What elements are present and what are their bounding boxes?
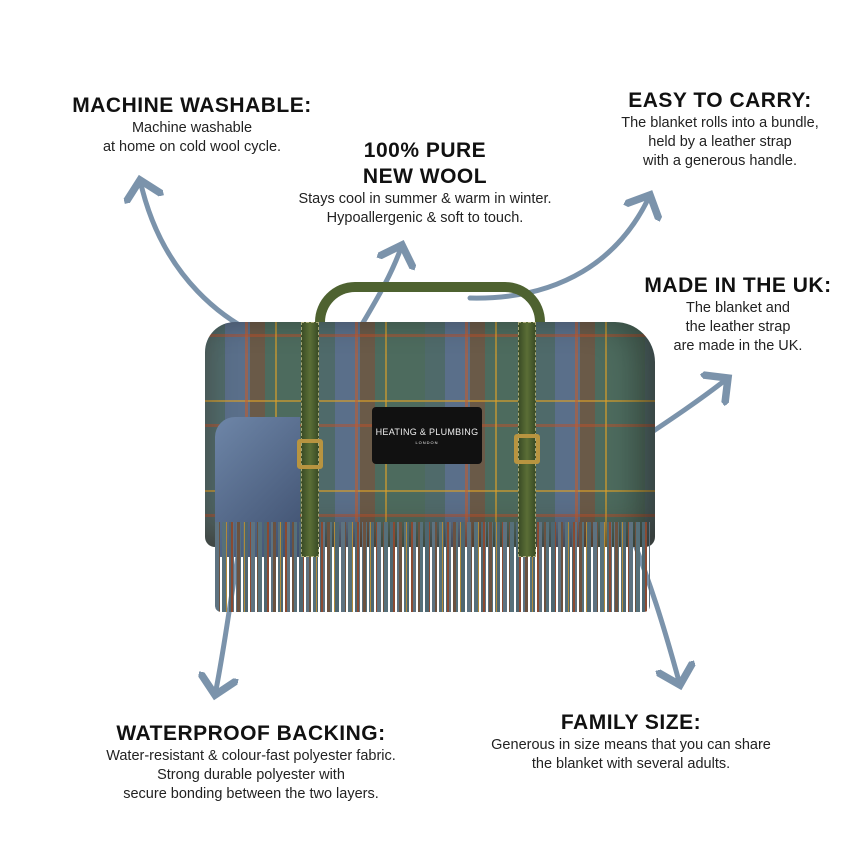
brand-sub: LONDON bbox=[415, 440, 439, 445]
feature-line: at home on cold wool cycle. bbox=[102, 139, 282, 155]
feature-title: EASY TO CARRY: bbox=[628, 89, 812, 112]
feature-line: Strong durable polyester with bbox=[157, 767, 345, 783]
brand-label: HEATING & PLUMBING LONDON bbox=[372, 407, 482, 464]
feature-made-in-uk: MADE IN THE UK: The blanket and the leat… bbox=[644, 273, 831, 356]
picnic-blanket-image: HEATING & PLUMBING LONDON bbox=[205, 282, 655, 612]
feature-title: FAMILY SIZE: bbox=[560, 711, 702, 734]
feature-line: the blanket with several adults. bbox=[531, 756, 731, 772]
feature-waterproof-backing: WATERPROOF BACKING: Water-resistant & co… bbox=[106, 721, 396, 804]
arrow-easy-carry bbox=[467, 195, 650, 301]
feature-title: MADE IN THE UK: bbox=[644, 274, 832, 297]
feature-family-size: FAMILY SIZE: Generous in size means that… bbox=[491, 710, 771, 774]
feature-line: The blanket and bbox=[685, 300, 790, 316]
feature-line: Hypoallergenic & soft to touch. bbox=[326, 210, 524, 226]
buckle-left bbox=[297, 439, 323, 469]
leather-strap-right bbox=[518, 322, 536, 557]
feature-title: MACHINE WASHABLE: bbox=[72, 94, 312, 117]
brand-name: HEATING & PLUMBING bbox=[375, 427, 479, 437]
feature-title: 100% PURE bbox=[363, 139, 487, 162]
feature-easy-to-carry: EASY TO CARRY: The blanket rolls into a … bbox=[621, 88, 819, 171]
feature-title: WATERPROOF BACKING: bbox=[116, 722, 386, 745]
feature-line: with a generous handle. bbox=[643, 153, 797, 169]
fringe bbox=[215, 522, 650, 612]
leather-handle bbox=[315, 282, 545, 342]
feature-line: Machine washable bbox=[131, 120, 253, 136]
feature-machine-washable: MACHINE WASHABLE: Machine washable at ho… bbox=[72, 93, 312, 157]
feature-title: NEW WOOL bbox=[362, 165, 488, 188]
feature-line: secure bonding between the two layers. bbox=[123, 786, 379, 802]
feature-line: the leather strap bbox=[685, 319, 791, 335]
feature-line: Stays cool in summer & warm in winter. bbox=[298, 191, 552, 207]
feature-line: Water-resistant & colour-fast polyester … bbox=[106, 748, 396, 764]
feature-line: Generous in size means that you can shar… bbox=[491, 737, 771, 753]
feature-pure-wool: 100% PURE NEW WOOL Stays cool in summer … bbox=[298, 138, 551, 228]
feature-line: The blanket rolls into a bundle, bbox=[621, 115, 819, 131]
feature-line: are made in the UK. bbox=[673, 338, 803, 354]
feature-line: held by a leather strap bbox=[648, 134, 792, 150]
buckle-right bbox=[514, 434, 540, 464]
